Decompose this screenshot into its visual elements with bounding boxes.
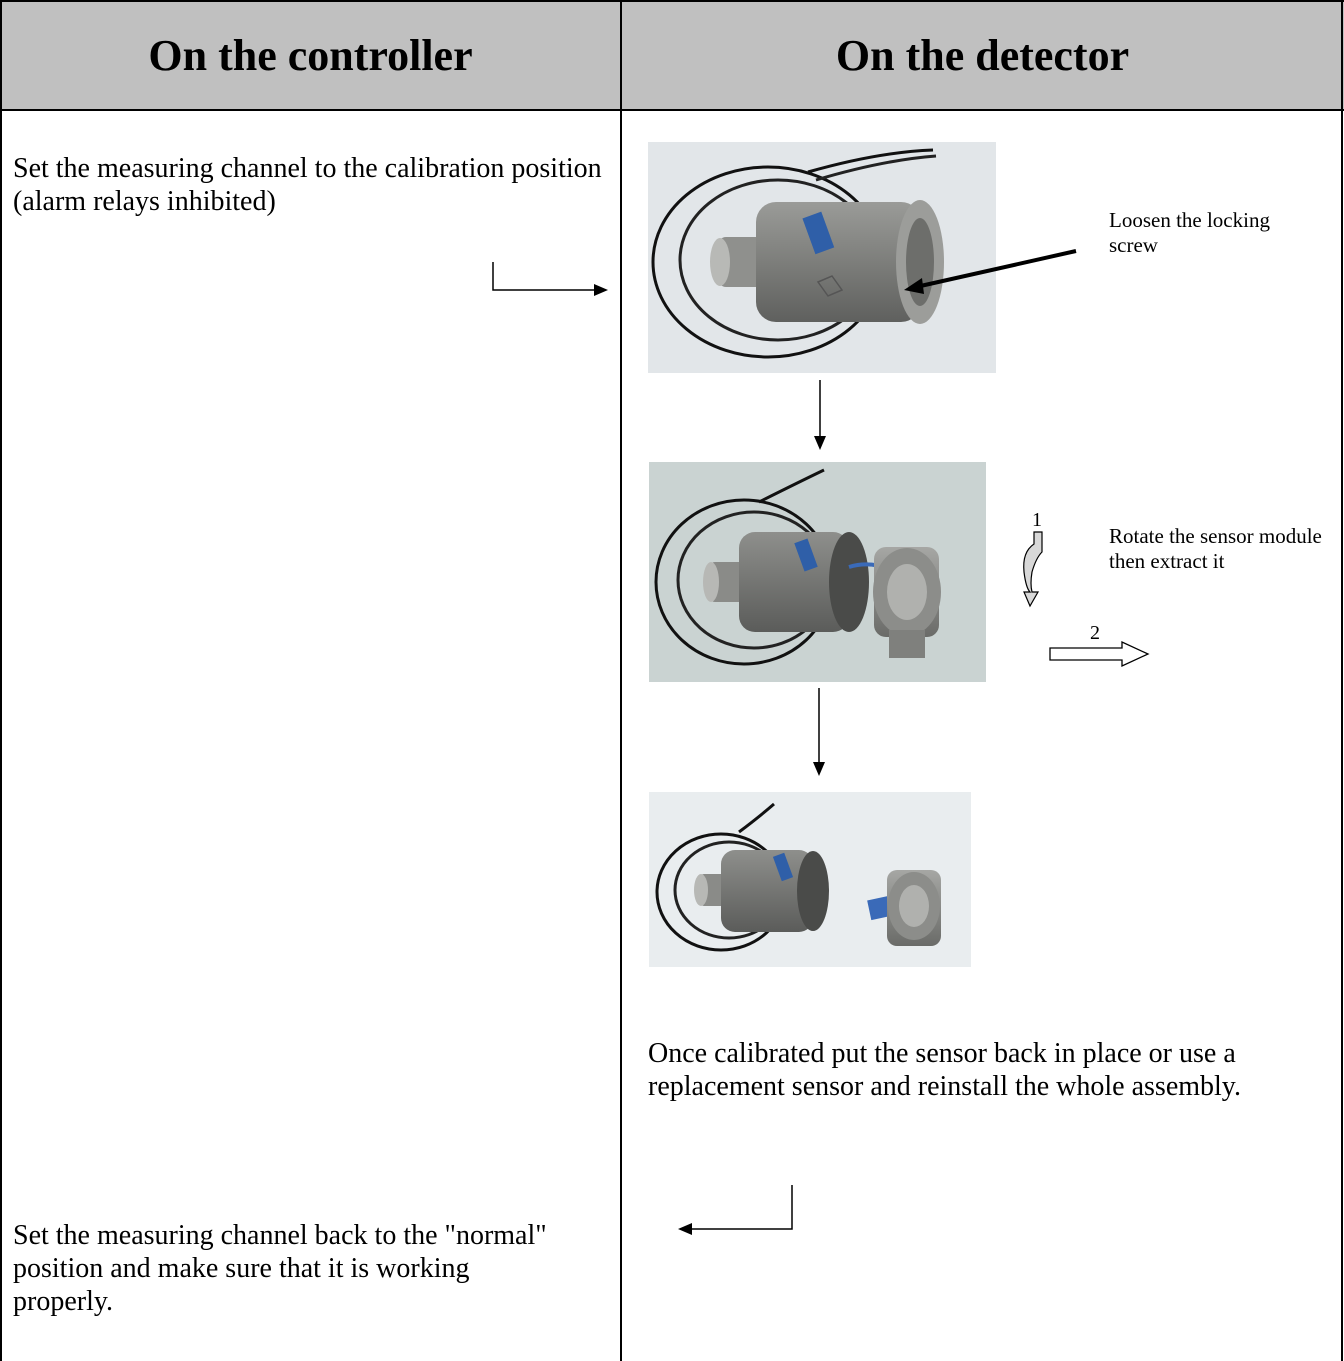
sensor-extracted-illustration [649, 792, 971, 967]
controller-step-1: Set the measuring channel to the calibra… [13, 153, 602, 217]
sensor-rotate-illustration [649, 462, 986, 682]
arrow-down-2-icon [813, 688, 825, 776]
label-step-1-number: 1 [1032, 509, 1042, 531]
arrow-down-1-icon [814, 380, 826, 450]
detector-step-reinstall: Once calibrated put the sensor back in p… [648, 1038, 1241, 1102]
table-border-header-bottom [0, 109, 1344, 111]
arrow-to-detector-icon [492, 262, 608, 296]
photo-sensor-extracted [649, 792, 971, 967]
rotate-arrow-icon [1023, 531, 1043, 608]
header-controller-label: On the controller [148, 30, 473, 80]
table-border-top [0, 0, 1344, 2]
label-loosen-screw: Loosen the locking screw [1109, 208, 1270, 257]
header-detector: On the detector [621, 0, 1344, 110]
arrow-locking-screw-icon [904, 249, 1077, 294]
photo-sensor-rotate [649, 462, 986, 682]
table-border-left [0, 0, 2, 1361]
table-border-right [1341, 0, 1343, 1361]
arrow-to-controller-icon [678, 1185, 793, 1235]
photo-detector-assembled [648, 142, 996, 373]
header-controller: On the controller [0, 0, 621, 110]
detector-assembled-illustration [648, 142, 996, 373]
label-rotate-extract: Rotate the sensor module then extract it [1109, 524, 1322, 573]
extract-arrow-icon [1049, 640, 1150, 668]
label-step-2-number: 2 [1090, 622, 1100, 644]
header-detector-label: On the detector [835, 30, 1130, 80]
table-border-middle [620, 0, 622, 1361]
controller-step-2: Set the measuring channel back to the "n… [13, 1220, 547, 1317]
